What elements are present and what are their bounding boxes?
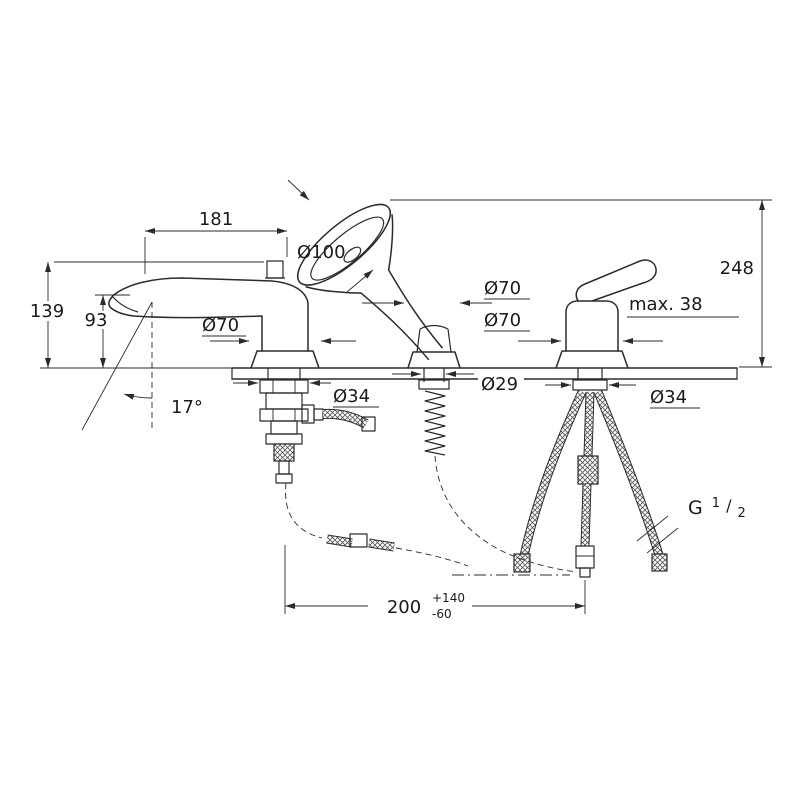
valve-side-flange bbox=[313, 408, 324, 421]
hose-routing-dashed bbox=[285, 455, 578, 576]
holder-escutcheon bbox=[407, 351, 461, 369]
dim-spout-reach: 181 bbox=[199, 209, 233, 230]
shower-hose-end-fitting bbox=[575, 545, 595, 569]
dim-hole-spacing-minus: -60 bbox=[432, 607, 452, 621]
dim-hole-spacing-plus: +140 bbox=[432, 591, 465, 605]
left-hose-fitting bbox=[361, 416, 376, 432]
mixer-lever bbox=[575, 259, 657, 302]
hand-shower-assembly bbox=[297, 203, 461, 369]
supply-hose-right-fitting bbox=[651, 553, 668, 572]
mixer-body bbox=[565, 300, 619, 352]
bath-spout bbox=[108, 260, 320, 369]
angle-reference-line bbox=[81, 301, 153, 431]
spout-knob bbox=[266, 260, 284, 279]
dim-spout-height: 139 bbox=[30, 301, 64, 322]
connector-hose-b bbox=[368, 539, 395, 551]
thread-size-label: G 1 / 2 bbox=[688, 490, 746, 521]
valve-hatched-fitting bbox=[273, 443, 295, 462]
valve-nut-bottom bbox=[259, 408, 309, 422]
thread-leader-ticks bbox=[636, 515, 679, 554]
mixer-shank-nut bbox=[572, 379, 608, 391]
single-lever-mixer bbox=[555, 259, 657, 369]
shower-head-side bbox=[387, 214, 394, 271]
dim-max-deck-thickness: max. 38 bbox=[629, 294, 703, 315]
shank-nut bbox=[418, 379, 450, 390]
dimensions: 181 Ø100 248 139 93 17° Ø70 Ø70 bbox=[26, 179, 772, 622]
dim-hole-center: Ø29 bbox=[481, 374, 518, 395]
routing-curve-center bbox=[434, 455, 578, 573]
spout-escutcheon bbox=[250, 350, 320, 369]
valve-nut-top bbox=[259, 379, 309, 394]
hand-shower bbox=[297, 203, 443, 361]
shower-face-center bbox=[343, 246, 362, 263]
valve-collar bbox=[265, 433, 303, 445]
shower-handle-edge bbox=[360, 292, 430, 361]
shower-face-inner bbox=[310, 216, 385, 281]
hose-spring-guide bbox=[424, 390, 446, 456]
hose-coupler bbox=[349, 533, 368, 548]
valve-end-cap bbox=[275, 473, 293, 484]
supply-hose-left bbox=[520, 390, 586, 557]
dim-shower-diameter: Ø100 bbox=[297, 242, 346, 263]
valve-stem bbox=[270, 420, 298, 435]
dim-hole-right: Ø34 bbox=[650, 387, 687, 408]
valve-body bbox=[265, 392, 303, 410]
shower-handle-edge bbox=[387, 269, 443, 349]
left-hose-braid bbox=[322, 409, 369, 428]
connector-hose-a bbox=[326, 535, 353, 547]
dim-hole-spacing: 200 bbox=[387, 597, 421, 618]
shower-face-outer bbox=[297, 203, 392, 286]
shower-hose-lower bbox=[581, 483, 591, 547]
shower-hose bbox=[584, 391, 594, 457]
dim-spout-angle: 17° bbox=[171, 397, 203, 418]
valve-lower-stem bbox=[278, 460, 290, 475]
spout-valve-underdeck bbox=[259, 368, 376, 484]
routing-curve-left bbox=[285, 482, 323, 539]
dim-spout-escutcheon: Ø70 bbox=[202, 315, 239, 336]
routing-curve-mid bbox=[395, 547, 469, 567]
dim-mixer-escutcheon: Ø70 bbox=[484, 310, 521, 331]
spout-outlet-mouth bbox=[111, 295, 139, 313]
mounting-deck bbox=[40, 367, 738, 380]
dim-hole-left: Ø34 bbox=[333, 386, 370, 407]
mixer-escutcheon bbox=[555, 350, 629, 369]
dim-outlet-height: 93 bbox=[85, 310, 108, 331]
shower-shank-underdeck bbox=[418, 368, 450, 456]
mixer-hoses-underdeck bbox=[513, 368, 668, 578]
dim-holder-escutcheon: Ø70 bbox=[484, 278, 521, 299]
spout-body-outline bbox=[108, 277, 309, 352]
shower-hose-end-tip bbox=[579, 567, 591, 578]
shower-head-side bbox=[305, 286, 362, 294]
supply-hose-left-fitting bbox=[513, 553, 531, 573]
shower-holder-cup bbox=[416, 324, 452, 353]
dim-overall-height: 248 bbox=[720, 258, 754, 279]
shower-hose-connector bbox=[577, 455, 599, 485]
supply-hose-right bbox=[594, 390, 664, 560]
